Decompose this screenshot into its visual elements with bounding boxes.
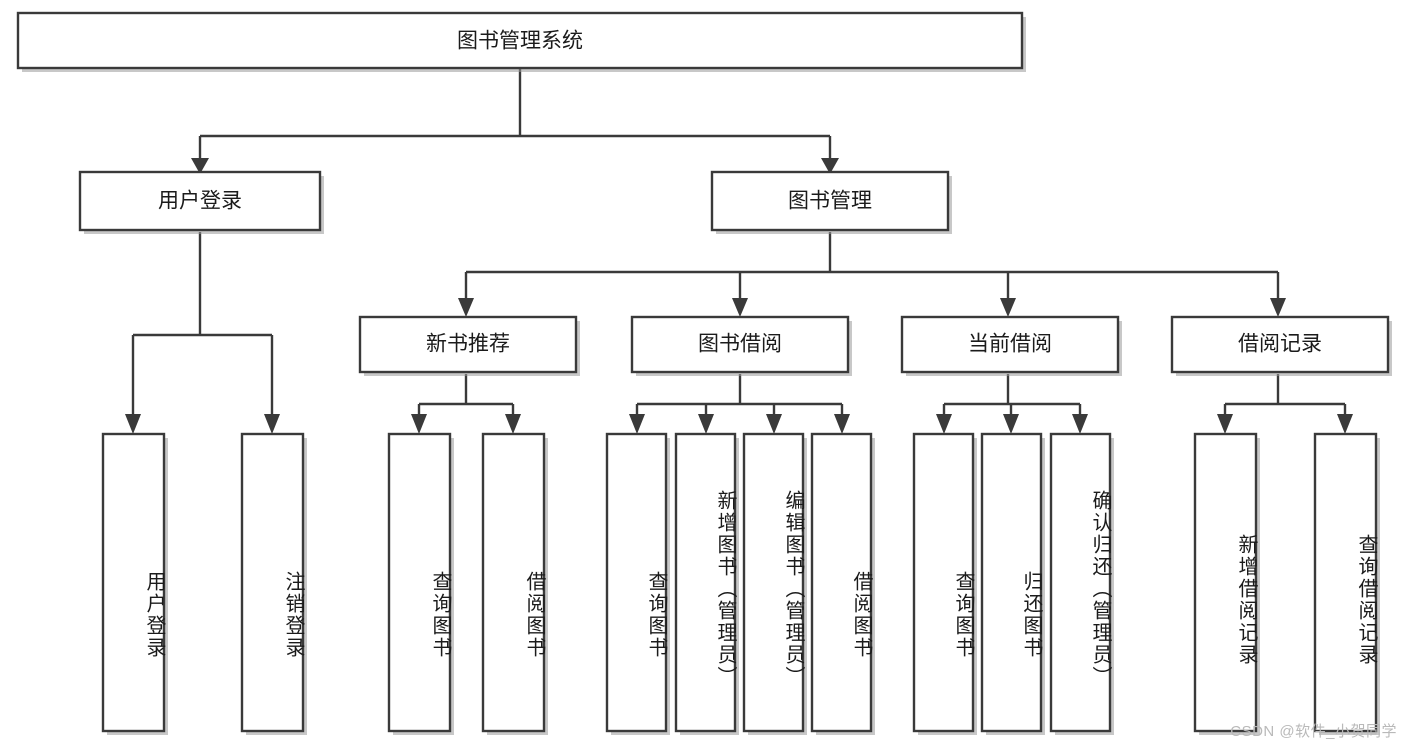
node-leaf-confirm-return-box[interactable] bbox=[1049, 432, 1112, 733]
arrow-head-leaf-query-book-2 bbox=[629, 414, 645, 434]
arrow-head-book-borrow bbox=[732, 298, 748, 317]
node-leaf-edit-book-box[interactable] bbox=[742, 432, 805, 733]
node-leaf-query-record-box[interactable] bbox=[1313, 432, 1378, 733]
arrow-head-new-book-rec bbox=[458, 298, 474, 317]
node-leaf-query-book-3-box[interactable] bbox=[912, 432, 975, 733]
node-leaf-logout-box[interactable] bbox=[240, 432, 305, 733]
edge-layer bbox=[125, 68, 1353, 434]
node-layer: 图书管理系统 用户登录 图书管理 新书推荐 图书借阅 当前借阅 借阅记录 bbox=[16, 11, 1392, 735]
arrow-head-leaf-query-book-3 bbox=[936, 414, 952, 434]
arrow-head-borrow-record bbox=[1270, 298, 1286, 317]
node-leaf-return-book-box[interactable] bbox=[980, 432, 1043, 733]
arrow-head-leaf-return-book bbox=[1003, 414, 1019, 434]
node-leaf-add-book-box[interactable] bbox=[674, 432, 737, 733]
node-book-borrow-label: 图书借阅 bbox=[698, 333, 782, 356]
arrow-head-leaf-confirm-return bbox=[1072, 414, 1088, 434]
node-user-login-box[interactable] bbox=[78, 170, 322, 232]
node-leaf-borrow-book-2-box[interactable] bbox=[810, 432, 873, 733]
node-borrow-record-label: 借阅记录 bbox=[1238, 333, 1322, 356]
arrow-head-leaf-borrow-book-2 bbox=[834, 414, 850, 434]
node-leaf-add-record-box[interactable] bbox=[1193, 432, 1258, 733]
node-leaf-query-book-2-box[interactable] bbox=[605, 432, 668, 733]
arrow-head-leaf-edit-book bbox=[766, 414, 782, 434]
arrow-head-user-login bbox=[191, 158, 209, 174]
arrow-head-leaf-add-record bbox=[1217, 414, 1233, 434]
arrow-head-leaf-query-record bbox=[1337, 414, 1353, 434]
node-root-label: 图书管理系统 bbox=[457, 30, 583, 53]
arrow-head-current-borrow bbox=[1000, 298, 1016, 317]
node-book-manage-label: 图书管理 bbox=[788, 190, 872, 213]
node-user-login-label: 用户登录 bbox=[158, 190, 242, 213]
arrow-head-leaf-query-book-1 bbox=[411, 414, 427, 434]
node-current-borrow-box[interactable] bbox=[900, 315, 1120, 374]
csdn-watermark: CSDN @软件_小贺同学 bbox=[1230, 723, 1397, 740]
node-new-book-rec-label: 新书推荐 bbox=[426, 333, 510, 356]
node-root-box[interactable] bbox=[16, 11, 1024, 70]
arrow-head-leaf-borrow-book-1 bbox=[505, 414, 521, 434]
arrow-head-leaf-add-book bbox=[698, 414, 714, 434]
node-leaf-query-book-1-box[interactable] bbox=[387, 432, 452, 733]
node-borrow-record-box[interactable] bbox=[1170, 315, 1390, 374]
node-book-borrow-box[interactable] bbox=[630, 315, 850, 374]
node-leaf-borrow-book-1-box[interactable] bbox=[481, 432, 546, 733]
arrow-head-leaf-logout bbox=[264, 414, 280, 434]
node-current-borrow-label: 当前借阅 bbox=[968, 333, 1052, 356]
arrow-head-leaf-user-login bbox=[125, 414, 141, 434]
node-new-book-rec-box[interactable] bbox=[358, 315, 578, 374]
node-book-manage-box[interactable] bbox=[710, 170, 950, 232]
arrow-head-book-manage bbox=[821, 158, 839, 174]
node-leaf-user-login-box[interactable] bbox=[101, 432, 166, 733]
